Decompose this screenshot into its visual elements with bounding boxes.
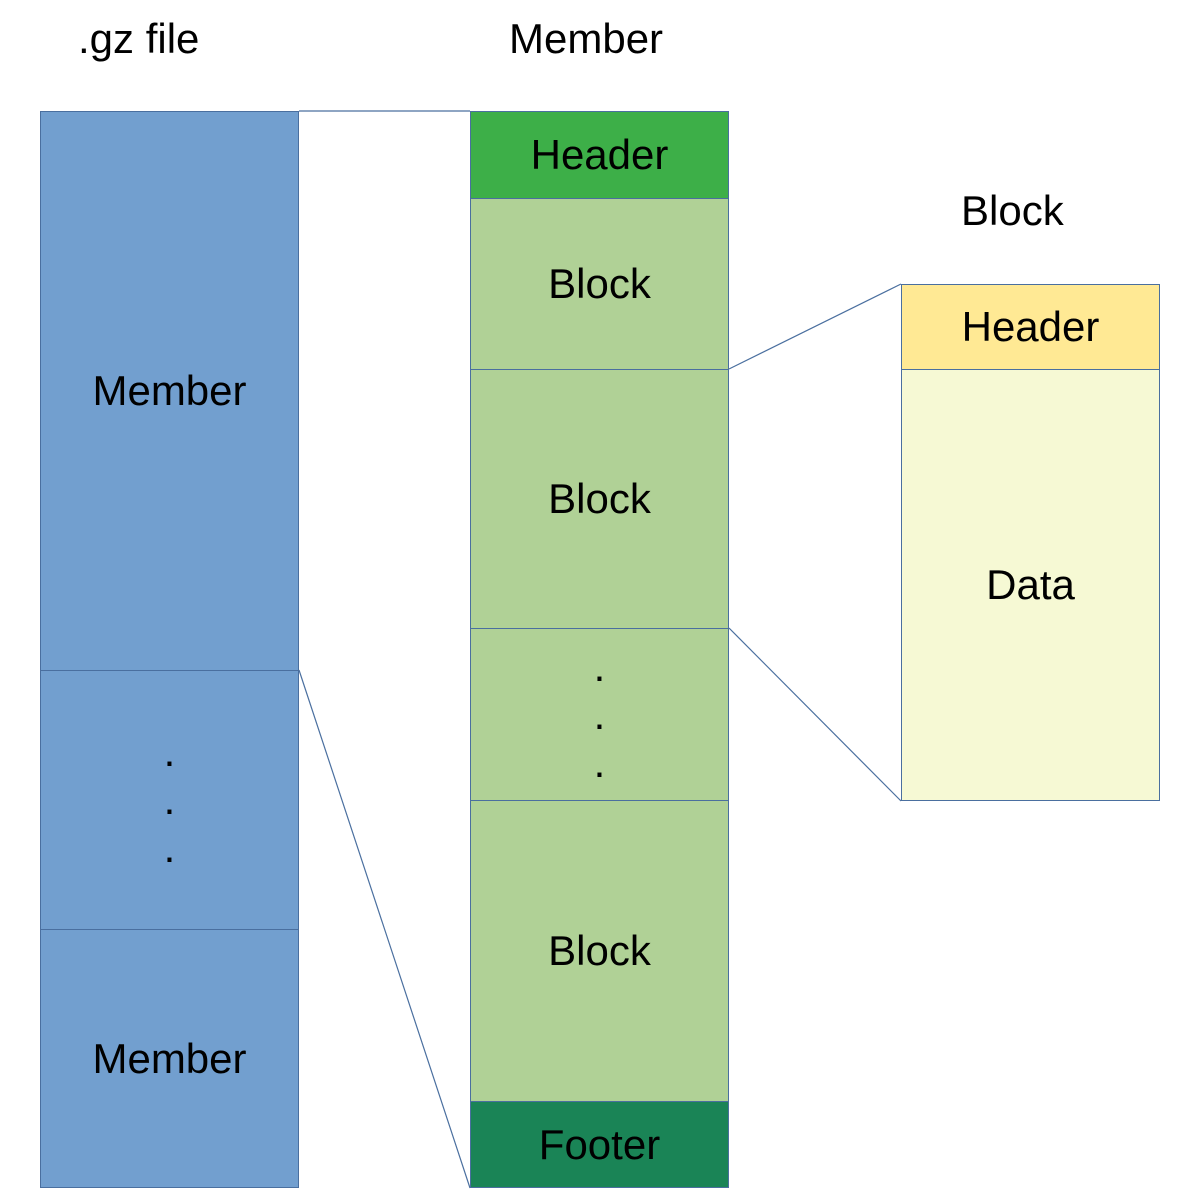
gz-ellipsis-label: . . . [163,728,176,871]
gz-member-segment-last: Member [40,929,299,1188]
member-block-segment-2: Block [470,369,729,629]
member-block-label-3: Block [548,927,651,974]
member-header-label: Header [530,131,669,178]
gz-member-segment: Member [40,111,299,671]
block-data-label: Data [986,561,1075,608]
member-title: Member [509,15,664,62]
gz-to-member-bottom-connector [298,669,471,1189]
member-to-block-bottom-connector [728,627,902,802]
gz-member-label-last: Member [92,1034,247,1082]
member-block-segment-3: Block [470,800,729,1102]
member-footer-label: Footer [538,1120,661,1168]
member-to-block-top-connector [728,283,902,370]
member-block-segment-1: Block [470,198,729,370]
gz-member-label: Member [92,367,247,414]
block-header-label: Header [961,303,1100,350]
block-header-segment: Header [901,284,1160,370]
member-ellipsis-label: . . . [593,642,606,786]
block-title: Block [961,187,1064,234]
gz-file-title: .gz file [78,15,200,62]
block-data-segment: Data [901,369,1160,801]
member-block-label-2: Block [548,475,651,522]
member-block-label-1: Block [548,260,651,307]
gz-ellipsis-segment: . . . [40,670,299,930]
member-footer-segment: Footer [470,1101,729,1188]
member-header-segment: Header [470,111,729,199]
member-ellipsis-segment: . . . [470,628,729,801]
